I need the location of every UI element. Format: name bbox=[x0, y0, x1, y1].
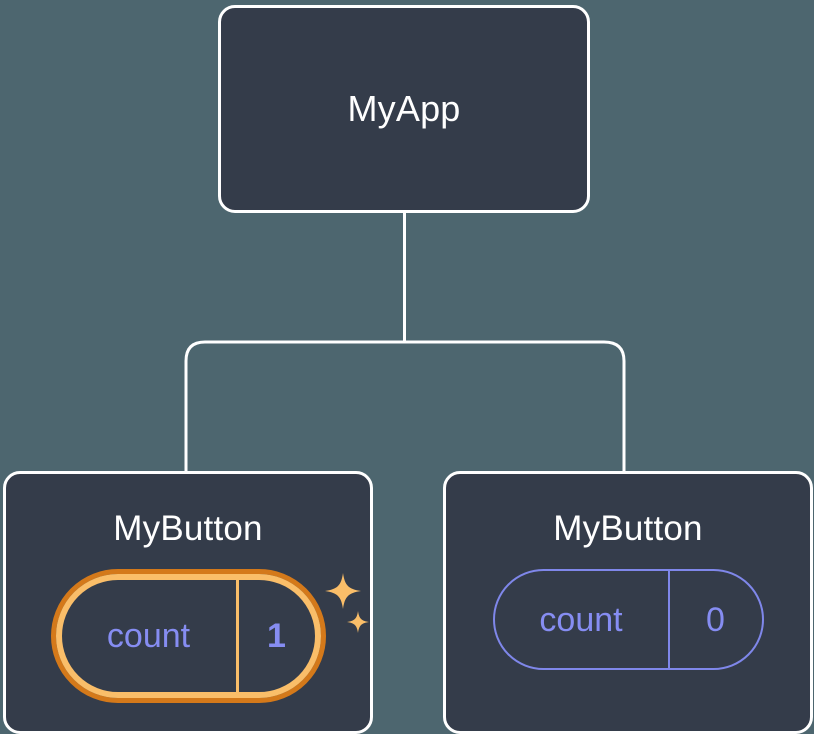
connector-branch-right bbox=[404, 340, 626, 473]
state-pill-divider bbox=[667, 571, 670, 668]
node-mybutton-left-label: MyButton bbox=[113, 509, 263, 548]
node-myapp-label: MyApp bbox=[347, 88, 461, 129]
state-pill-highlighted[interactable]: count 1 bbox=[50, 569, 326, 703]
state-pill-divider bbox=[235, 580, 239, 692]
state-value-label: 0 bbox=[706, 600, 725, 639]
state-key-label: count bbox=[539, 600, 623, 639]
state-pill-area-left: count 1 bbox=[6, 569, 370, 703]
state-value-label: 1 bbox=[267, 617, 286, 655]
node-mybutton-right[interactable]: MyButton count 0 bbox=[443, 471, 813, 734]
state-pill-plain[interactable]: count 0 bbox=[492, 569, 764, 670]
state-pill-inner-ring: count 1 bbox=[55, 574, 321, 698]
state-key-label: count bbox=[106, 617, 191, 655]
node-mybutton-right-label: MyButton bbox=[553, 509, 703, 548]
sparkle-small-icon bbox=[347, 611, 369, 633]
state-pill-area-right: count 0 bbox=[446, 569, 810, 670]
sparkle-large-icon bbox=[325, 573, 361, 609]
connector-branch-left bbox=[184, 340, 405, 473]
node-myapp[interactable]: MyApp bbox=[218, 5, 590, 213]
node-mybutton-left[interactable]: MyButton count 1 bbox=[3, 471, 373, 734]
